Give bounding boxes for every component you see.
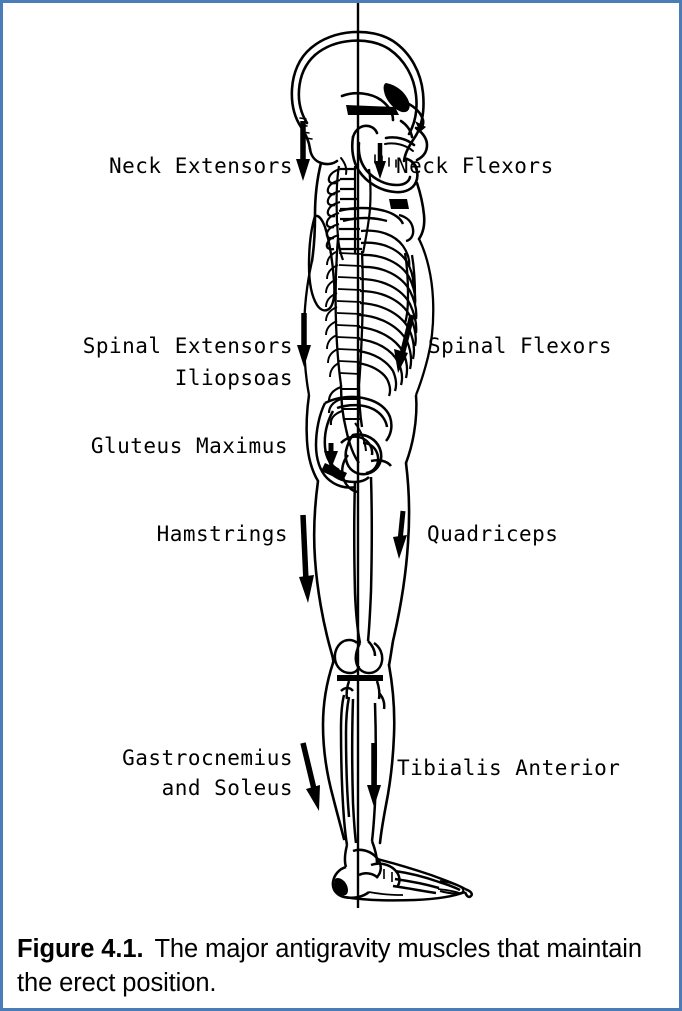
thigh-outline: [312, 461, 411, 667]
figure-caption-text: The major antigravity muscles that maint…: [17, 935, 642, 997]
label-iliopsoas: Iliopsoas: [174, 366, 293, 390]
arrow-gastrocnemius-soleus: [300, 742, 320, 811]
arrow-spinal-extensors: [297, 313, 311, 367]
pelvis: [305, 394, 418, 489]
arrow-neck-flexors: [374, 143, 386, 179]
label-hamstrings: Hamstrings: [156, 522, 288, 546]
lower-leg-outline: [321, 661, 396, 845]
label-neck-extensors: Neck Extensors: [108, 154, 293, 178]
scapula: [307, 214, 336, 312]
knee-joint: [337, 675, 383, 681]
label-gluteus-maximus: Gluteus Maximus: [90, 434, 288, 458]
ribcage: [302, 229, 435, 397]
label-spinal-extensors: Spinal Extensors: [82, 334, 293, 358]
arrow-spinal-flexors: [394, 314, 415, 373]
skeleton-diagram-svg: [290, 3, 473, 908]
femur: [333, 441, 384, 675]
skull: [290, 30, 429, 194]
foot: [331, 840, 473, 902]
cervical-spine: [325, 165, 372, 261]
label-gastrocnemius: Gastrocnemius: [122, 746, 293, 770]
label-neck-flexors: Neck Flexors: [396, 154, 554, 178]
tibia-fibula: [339, 680, 386, 846]
arrow-gluteus-maximus: [324, 443, 338, 469]
label-and-soleus: and Soleus: [161, 776, 293, 800]
figure-number: Figure 4.1.: [17, 935, 144, 963]
arrow-quadriceps: [393, 510, 407, 559]
arrow-tibialis-anterior: [367, 743, 381, 807]
arrow-neck-extensors: [296, 121, 310, 181]
figure-illustration-area: Neck Extensors Neck Flexors Spinal Exten…: [3, 3, 679, 908]
shoulder-girdle: [338, 199, 415, 243]
arrow-hamstrings: [299, 514, 314, 603]
label-tibialis-anterior: Tibialis Anterior: [397, 756, 621, 780]
figure-caption: Figure 4.1.The major antigravity muscles…: [17, 933, 667, 1000]
lumbar-spine: [327, 384, 364, 464]
label-quadriceps: Quadriceps: [427, 522, 559, 546]
label-spinal-flexors: Spinal Flexors: [428, 334, 613, 358]
